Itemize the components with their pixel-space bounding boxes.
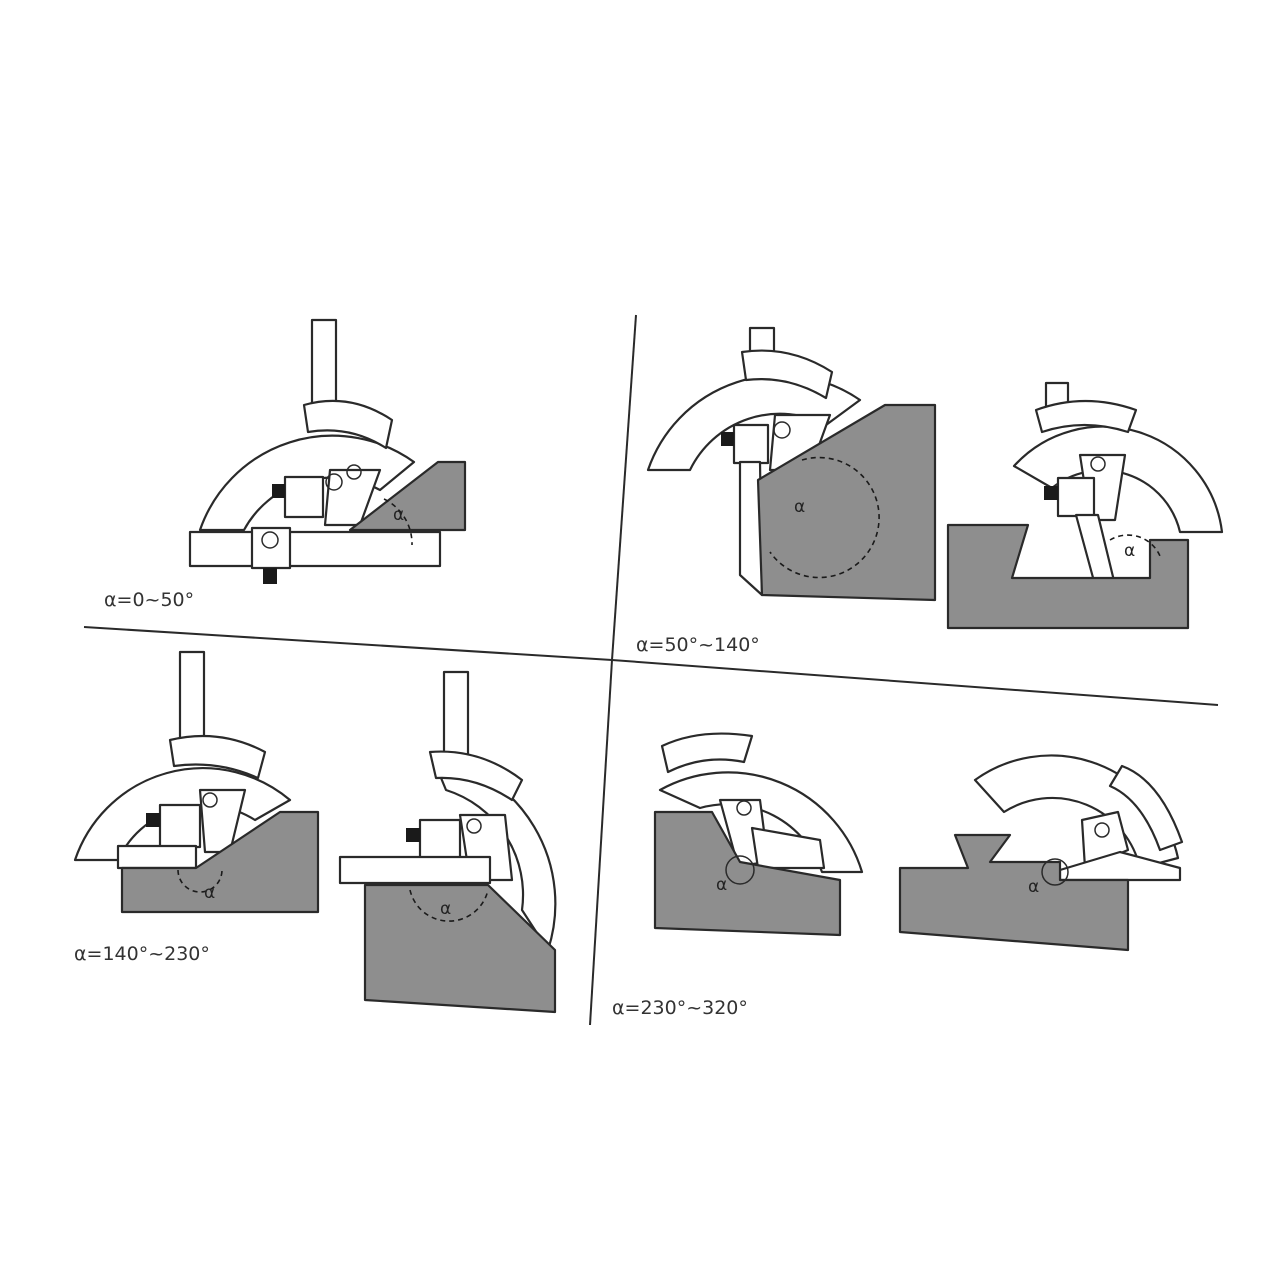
clamp-knob-3a [146, 813, 160, 827]
panel-4-illustration: α α α=230°~320° [612, 732, 1184, 1019]
workpiece-3b [363, 883, 557, 1014]
panel-2-illustration: α α α=50°~140° [636, 326, 1224, 656]
blade-3a [178, 650, 206, 746]
base-knob-1 [263, 568, 277, 584]
workpiece-4a [653, 810, 842, 937]
clamp-knob-2b [1044, 486, 1058, 500]
workpiece-1 [348, 460, 467, 532]
angle-symbol-3a: α [204, 883, 215, 903]
angle-arc-3b [409, 889, 489, 922]
base-rule-3b [338, 855, 492, 885]
workpiece-4b [898, 833, 1130, 952]
panel-3-caption: α=140°~230° [74, 943, 210, 965]
clamp-1 [283, 475, 325, 519]
workpiece-3a [120, 810, 320, 914]
angle-arc-2a [769, 456, 880, 579]
vertical-divider-top [611, 314, 637, 661]
vernier-scale-3a [168, 734, 267, 780]
panel-4-caption: α=230°~320° [612, 997, 748, 1019]
panel-3-illustration: α α α=140°~230° [73, 650, 557, 1014]
workpiece-2a [756, 403, 937, 602]
angle-arc-2b [1109, 534, 1161, 557]
vernier-scale-2a [740, 349, 834, 400]
vernier-scale-3b [428, 750, 524, 802]
angle-symbol-1: α [393, 505, 404, 525]
base-rule-2b [1074, 513, 1117, 587]
vernier-scale-4a [660, 732, 754, 774]
clamp-2b [1056, 476, 1096, 518]
angle-arc-1 [383, 498, 413, 546]
angle-symbol-2a: α [794, 497, 805, 517]
clamp-knob-3b [406, 828, 420, 842]
horizontal-divider-left [83, 626, 613, 661]
vernier-scale-2b [1034, 399, 1138, 434]
horizontal-divider-right [611, 659, 1219, 706]
clamp-knob-2a [721, 432, 734, 446]
angle-symbol-4a: α [716, 875, 727, 895]
base-rule-3a [116, 844, 198, 870]
panel-1-caption: α=0~50° [104, 589, 194, 611]
angle-symbol-3b: α [440, 899, 451, 919]
angle-symbol-2b: α [1124, 541, 1135, 561]
vernier-scale-4b [1108, 764, 1184, 852]
blade-3b [442, 670, 470, 766]
vertical-divider-bottom [589, 659, 613, 1026]
vernier-scale-1 [302, 399, 394, 450]
base-rule-1 [188, 530, 442, 568]
protractor-arc-2a [646, 374, 862, 472]
clamp-2a [732, 423, 770, 465]
panel-1-illustration: α α=0~50° [104, 318, 467, 611]
workpiece-2b [946, 523, 1190, 630]
clamp-3a [158, 803, 202, 849]
clamp-knob-1 [272, 484, 285, 498]
angle-symbol-4b: α [1028, 877, 1039, 897]
sector-plate-4a [750, 826, 826, 870]
panel-2-caption: α=50°~140° [636, 634, 760, 656]
clamp-3b [418, 818, 462, 864]
